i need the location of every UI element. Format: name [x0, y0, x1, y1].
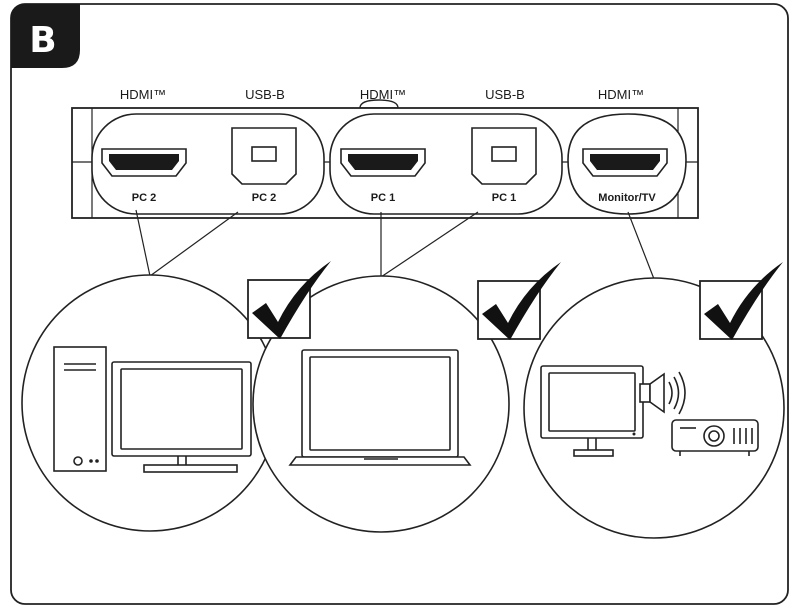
label-usb-pc2: USB-B [245, 87, 285, 102]
hdmi-port-pc1 [340, 148, 426, 177]
laptop-icon [288, 349, 472, 466]
port-label-usb-pc2: PC 2 [252, 192, 276, 204]
port-label-monitor: Monitor/TV [598, 192, 656, 204]
label-hdmi-pc2: HDMI™ [120, 87, 166, 102]
hdmi-port-pc2 [101, 148, 187, 177]
check-pc-2 [247, 261, 331, 339]
kvm-switch: PC 2 PC 2 PC 1 PC 1 Monitor/TV [71, 99, 699, 219]
speaker-icon [639, 371, 686, 415]
projector-icon [671, 419, 759, 456]
monitor-tv-panel [523, 277, 785, 539]
hdmi-port-monitor [582, 148, 668, 177]
port-label-hdmi-pc1: PC 1 [371, 192, 395, 204]
badge-letter: B [29, 20, 56, 61]
badge: B [11, 4, 80, 68]
port-label-usb-pc1: PC 1 [492, 192, 516, 204]
check-monitor-tv [699, 262, 783, 340]
check-pc-1 [477, 262, 561, 340]
desktop-tower-icon [53, 346, 107, 472]
usb-b-port-pc1 [471, 127, 537, 185]
label-usb-pc1: USB-B [485, 87, 525, 102]
label-hdmi-monitor: HDMI™ [598, 87, 644, 102]
label-hdmi-pc1: HDMI™ [360, 87, 406, 102]
usb-b-port-pc2 [231, 127, 297, 185]
connector-lines [135, 209, 655, 280]
port-label-hdmi-pc2: PC 2 [132, 192, 156, 204]
desktop-monitor-icon [111, 361, 252, 473]
